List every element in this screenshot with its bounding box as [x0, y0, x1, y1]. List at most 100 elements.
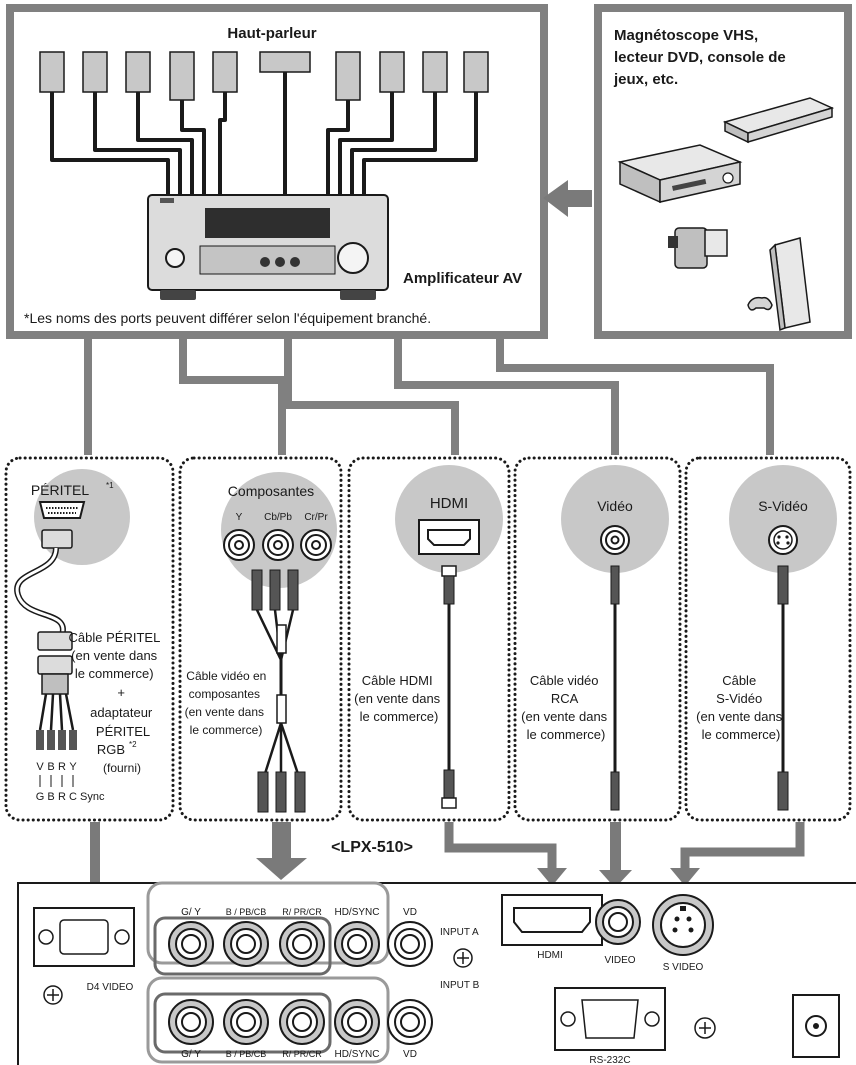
video-port — [595, 899, 641, 945]
vcr-icon — [617, 144, 743, 204]
component-jack-icons — [223, 529, 332, 561]
scart-title: PÉRITEL — [31, 482, 90, 498]
input-a-rgb-frame — [153, 916, 332, 976]
video-circle — [561, 465, 669, 573]
amplifier-label: Amplificateur AV — [403, 270, 522, 287]
svg-text:VD: VD — [403, 1049, 417, 1060]
screw-icon — [453, 948, 473, 968]
scart-cable-text: Câble PÉRITEL (en vente dans le commerce… — [69, 630, 164, 739]
svg-text:V: V — [36, 761, 44, 773]
svg-text:HD/SYNC: HD/SYNC — [334, 907, 379, 918]
input-a-label: INPUT A — [440, 927, 479, 938]
svg-text:HD/SYNC: HD/SYNC — [334, 1049, 379, 1060]
video-cable-icon — [610, 565, 620, 811]
speaker-8 — [422, 51, 448, 93]
component-jack-y: Y — [236, 512, 243, 523]
dvd-player-icon — [722, 97, 835, 144]
devices-label: Magnétoscope VHS, lecteur DVD, console d… — [613, 27, 790, 88]
scart-panel — [4, 456, 175, 822]
svideo-cable-icon — [777, 565, 789, 811]
devices-to-amplifier-arrow — [543, 180, 592, 217]
svg-text:B / PB/CB: B / PB/CB — [226, 1049, 267, 1059]
hdmi-port — [501, 894, 603, 946]
speaker-9 — [463, 51, 489, 93]
hdmi-cable-text: Câble HDMI (en vente dans le commerce) — [354, 673, 444, 724]
hdmi-panel — [347, 456, 511, 822]
svg-text:VD: VD — [403, 907, 417, 918]
component-cable-text: Câble vidéo en composantes (en vente dan… — [185, 669, 270, 737]
svideo-title: S-Vidéo — [758, 498, 808, 514]
svideo-panel — [684, 456, 852, 822]
scart-pin-labels: V B R Y G B R C Sync — [36, 761, 105, 803]
svg-text:G/ Y: G/ Y — [181, 1049, 201, 1060]
svideo-circle — [729, 465, 837, 573]
amplifier-device — [147, 194, 389, 300]
input-b-label: INPUT B — [440, 980, 480, 991]
hdmi-jack-icon — [418, 519, 480, 555]
hdmi-port-label: HDMI — [537, 950, 563, 961]
camcorder-icon — [668, 227, 728, 269]
model-label: <LPX-510> — [331, 839, 413, 856]
d4-video-port — [33, 907, 135, 967]
input-b-rgb-frame — [153, 992, 332, 1054]
amp-to-panel-cables — [84, 338, 774, 455]
hdmi-title: HDMI — [430, 495, 468, 512]
svideo-cable-text: Câble S-Vidéo (en vente dans le commerce… — [696, 673, 786, 742]
port-note: *Les noms des ports peuvent différer sel… — [24, 310, 431, 326]
hdmi-cable-icon — [441, 565, 457, 809]
scart-cable-icon — [14, 529, 77, 750]
component-jack-cr: Cr/Pr — [304, 512, 328, 523]
scart-supplied-text: (fourni) — [103, 761, 141, 775]
input-a-port-labels: G/ Y B / PB/CB R/ PR/CR HD/SYNC VD — [181, 907, 417, 918]
svg-text:G/ Y: G/ Y — [181, 907, 201, 918]
svg-text:B: B — [47, 791, 54, 803]
screw-icon — [694, 1017, 716, 1039]
svg-text:B: B — [47, 761, 54, 773]
video-panel — [513, 456, 682, 822]
input-a-jacks — [168, 921, 433, 967]
rs232c-label: RS-232C — [589, 1055, 630, 1065]
component-title: Composantes — [228, 483, 314, 499]
input-a-group-frame — [146, 881, 390, 965]
svg-text:C Sync: C Sync — [69, 791, 105, 803]
component-jack-cb: Cb/Pb — [264, 512, 292, 523]
rs232c-port — [554, 987, 666, 1051]
svg-text:B / PB/CB: B / PB/CB — [226, 907, 267, 917]
video-cable-text: Câble vidéo RCA (en vente dans le commer… — [521, 673, 611, 742]
svg-text:R/ PR/CR: R/ PR/CR — [282, 1049, 322, 1059]
input-b-port-labels: G/ Y B / PB/CB R/ PR/CR HD/SYNC VD — [181, 1049, 417, 1060]
component-panel — [178, 456, 343, 822]
speaker-6 — [335, 51, 361, 101]
input-b-jacks — [168, 999, 433, 1045]
svideo-port — [652, 894, 714, 956]
svg-text:R: R — [58, 791, 66, 803]
speakers — [39, 51, 489, 101]
scart-rgb-note: *2 — [129, 740, 137, 749]
svideo-jack-icon — [768, 525, 798, 555]
cable-panels — [4, 456, 852, 822]
speaker-wires — [50, 72, 478, 200]
scart-rgb-text: RGB — [97, 742, 125, 757]
speaker-2 — [82, 51, 108, 93]
d4-video-label: D4 VIDEO — [87, 982, 134, 993]
speakers-label: Haut-parleur — [227, 25, 316, 42]
speaker-5 — [212, 51, 238, 93]
speaker-4 — [169, 51, 195, 101]
svideo-port-label: S VIDEO — [663, 962, 704, 973]
svg-text:G: G — [36, 791, 45, 803]
svg-text:Y: Y — [69, 761, 77, 773]
video-port-label: VIDEO — [604, 955, 635, 966]
speaker-7 — [379, 51, 405, 93]
power-port — [792, 994, 840, 1058]
speaker-3 — [125, 51, 151, 93]
scart-title-note: *1 — [106, 481, 114, 490]
component-cable-icon — [251, 569, 306, 813]
svg-text:R: R — [58, 761, 66, 773]
speaker-1 — [39, 51, 65, 93]
speaker-center — [259, 51, 311, 73]
screw-icon — [43, 985, 63, 1005]
video-title: Vidéo — [597, 498, 633, 514]
svg-text:R/ PR/CR: R/ PR/CR — [282, 907, 322, 917]
game-console-icon — [747, 237, 811, 332]
